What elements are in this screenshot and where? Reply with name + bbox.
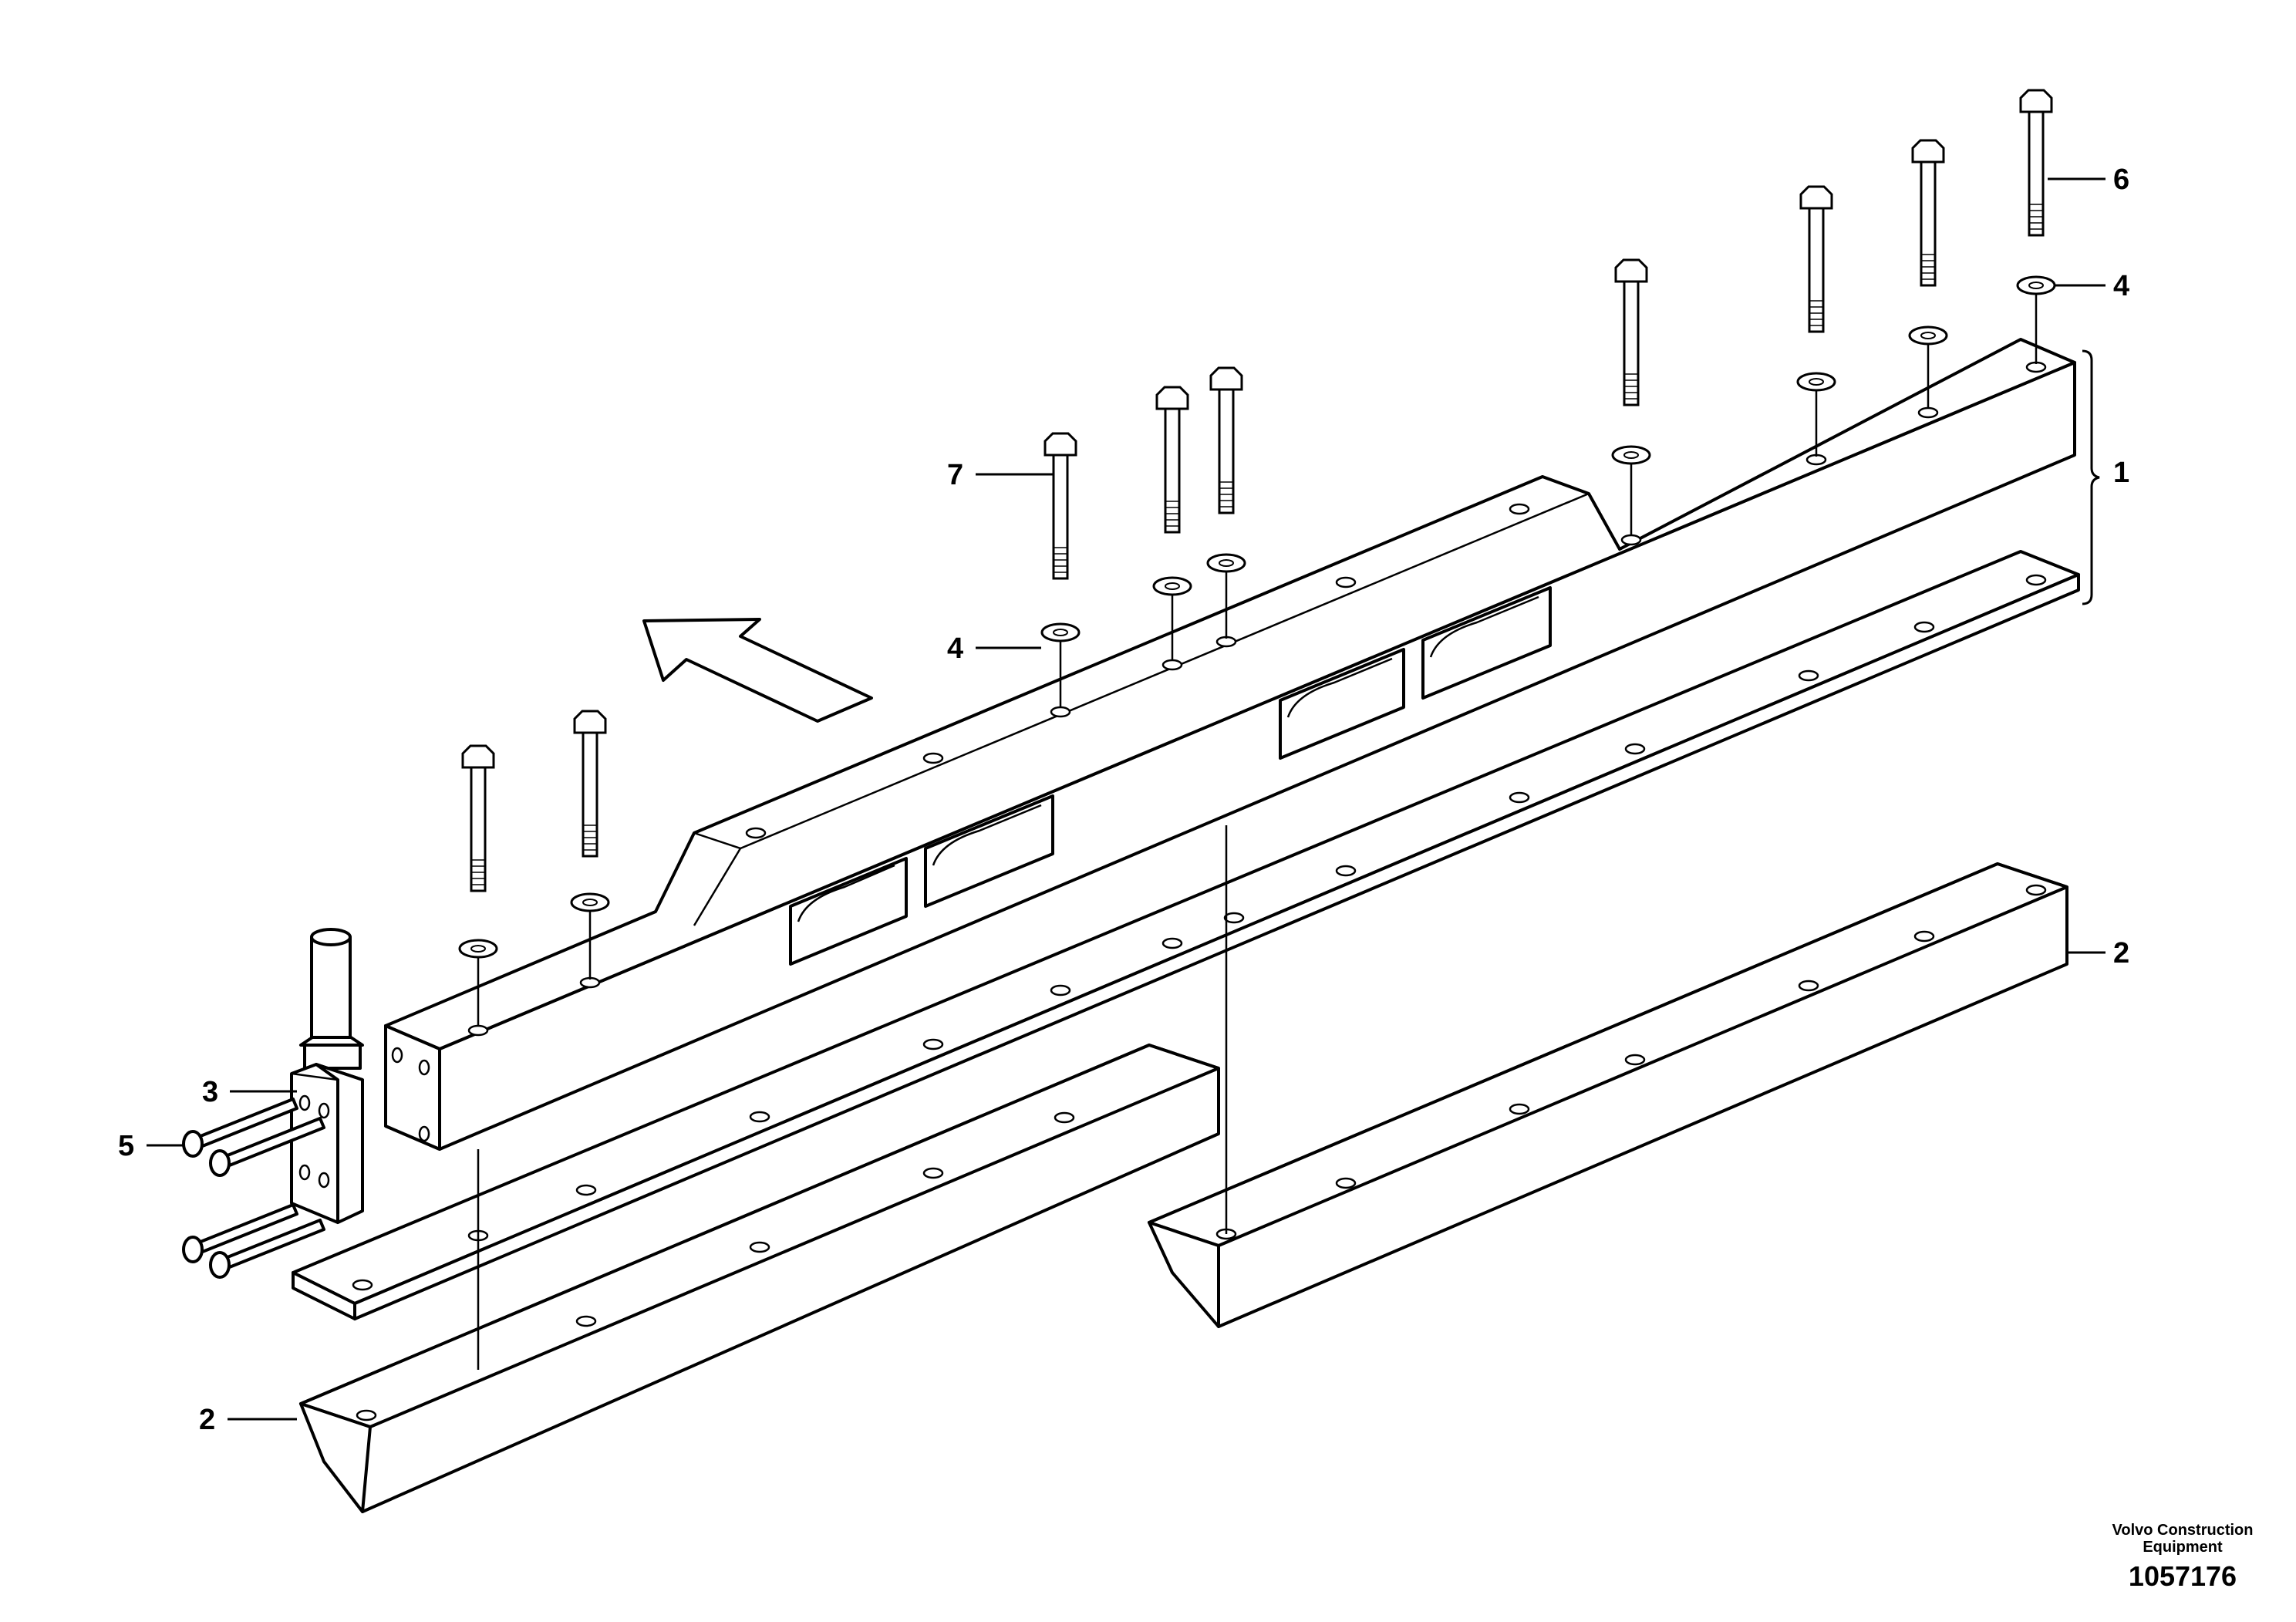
screws	[182, 1098, 325, 1279]
alignment-lines	[477, 825, 1228, 1370]
group-bracket	[2082, 349, 2100, 605]
wear-bar-left	[299, 1044, 1220, 1513]
callout-1: 1	[2113, 457, 2129, 489]
drawing-footer: Volvo Construction Equipment 1057176	[2112, 1522, 2254, 1592]
callout-4-mid: 4	[947, 632, 963, 665]
callout-2-right: 2	[2113, 937, 2129, 969]
base-strip	[292, 550, 2080, 1320]
bolts-and-washers	[458, 89, 2056, 1026]
callout-6: 6	[2113, 164, 2129, 196]
main-beam	[384, 338, 2076, 1151]
brand-line-2: Equipment	[2143, 1539, 2223, 1556]
callout-leaders	[147, 177, 2106, 1421]
callout-7: 7	[947, 459, 963, 491]
callout-3: 3	[202, 1076, 218, 1108]
corner-block	[290, 928, 364, 1224]
beam-slots	[789, 586, 1552, 966]
brand-line-1: Volvo Construction	[2112, 1522, 2254, 1539]
drawing-number: 1057176	[2129, 1560, 2237, 1592]
callout-5: 5	[118, 1130, 134, 1162]
wear-bar-right	[1148, 862, 2068, 1328]
callout-4-top: 4	[2113, 270, 2129, 302]
callout-2-left: 2	[199, 1404, 215, 1436]
direction-arrow	[642, 618, 873, 723]
